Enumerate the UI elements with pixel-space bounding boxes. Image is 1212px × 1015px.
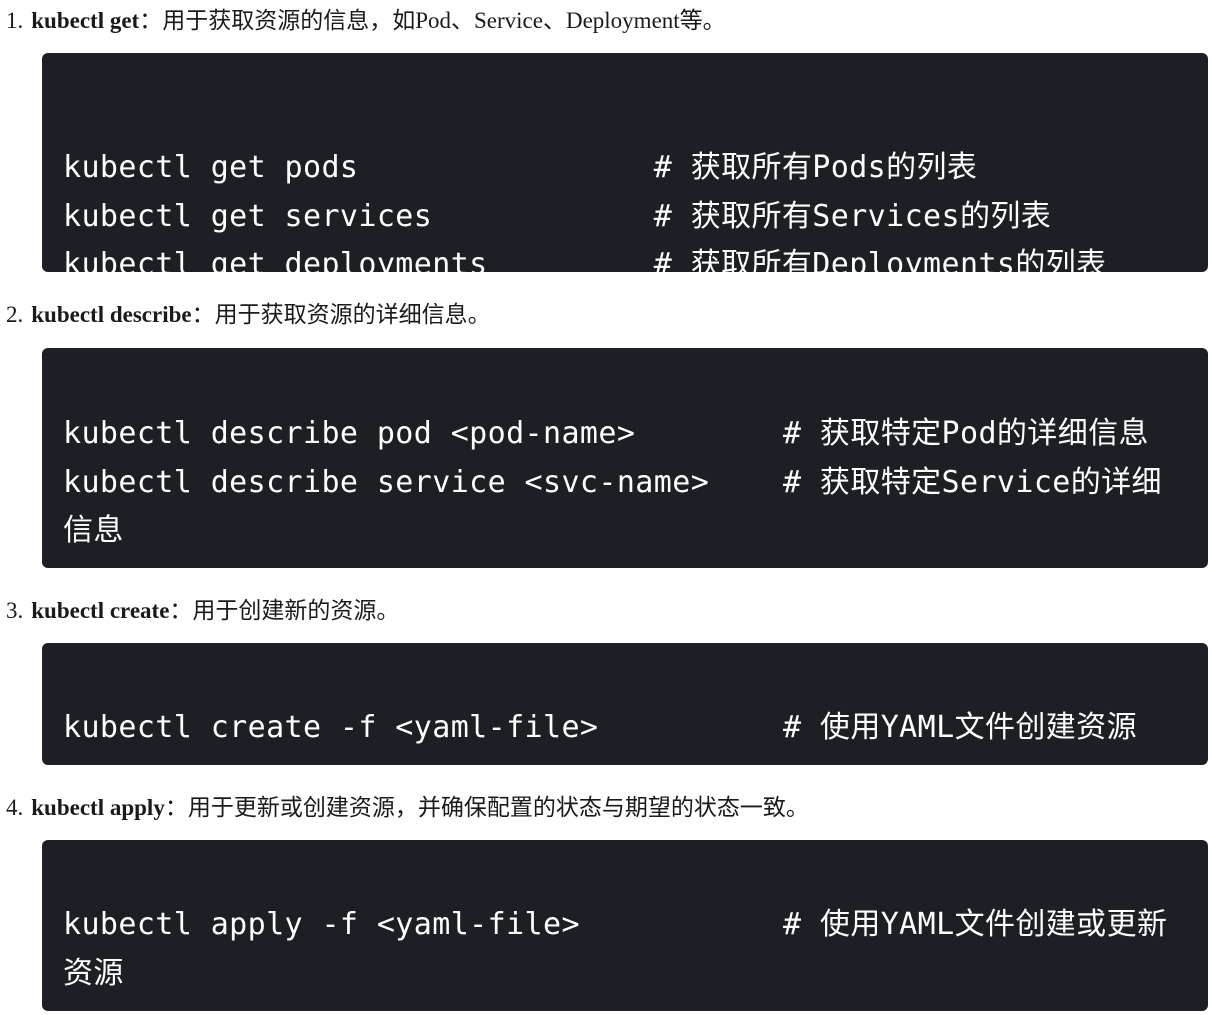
list-number: 3. [6,598,24,623]
code-line: kubectl describe service <svc-name> # 获取… [63,464,1162,549]
command-name: kubectl get [31,8,140,33]
command-name: kubectl create [31,598,170,623]
command-name: kubectl apply [31,795,165,820]
code-line: kubectl describe pod <pod-name> # 获取特定Po… [63,416,1149,451]
code-block: kubectl describe pod <pod-name> # 获取特定Po… [42,348,1208,568]
list-number: 4. [6,795,24,820]
list-item-label: 2. kubectl describe：用于获取资源的详细信息。 [6,300,491,330]
code-line: kubectl get services # 获取所有Services的列表 [63,198,1052,234]
list-item-label: 4. kubectl apply：用于更新或创建资源，并确保配置的状态与期望的状态… [6,793,809,823]
list-item-label: 3. kubectl create：用于创建新的资源。 [6,596,399,626]
code-line: kubectl create -f <yaml-file> # 使用YAML文件… [63,710,1137,745]
command-name: kubectl describe [31,302,192,327]
command-description: ：用于获取资源的详细信息。 [191,302,491,327]
list-item-label: 1. kubectl get：用于获取资源的信息，如Pod、Service、Dep… [6,6,726,36]
command-description: ：用于更新或创建资源，并确保配置的状态与期望的状态一致。 [164,795,809,820]
code-block: kubectl apply -f <yaml-file> # 使用YAML文件创… [42,840,1208,1011]
code-line: kubectl get pods # 获取所有Pods的列表 [63,150,978,185]
code-block: kubectl create -f <yaml-file> # 使用YAML文件… [42,643,1208,765]
command-description: ：用于创建新的资源。 [169,598,400,623]
list-number: 2. [6,302,24,327]
code-block: kubectl get pods # 获取所有Pods的列表 kubectl g… [42,53,1208,272]
list-number: 1. [6,8,24,33]
command-description: ：用于获取资源的信息，如Pod、Service、Deployment等。 [139,8,726,33]
code-line: kubectl apply -f <yaml-file> # 使用YAML文件创… [63,907,1168,991]
code-line: kubectl get deployments # 获取所有Deployment… [63,247,1107,272]
